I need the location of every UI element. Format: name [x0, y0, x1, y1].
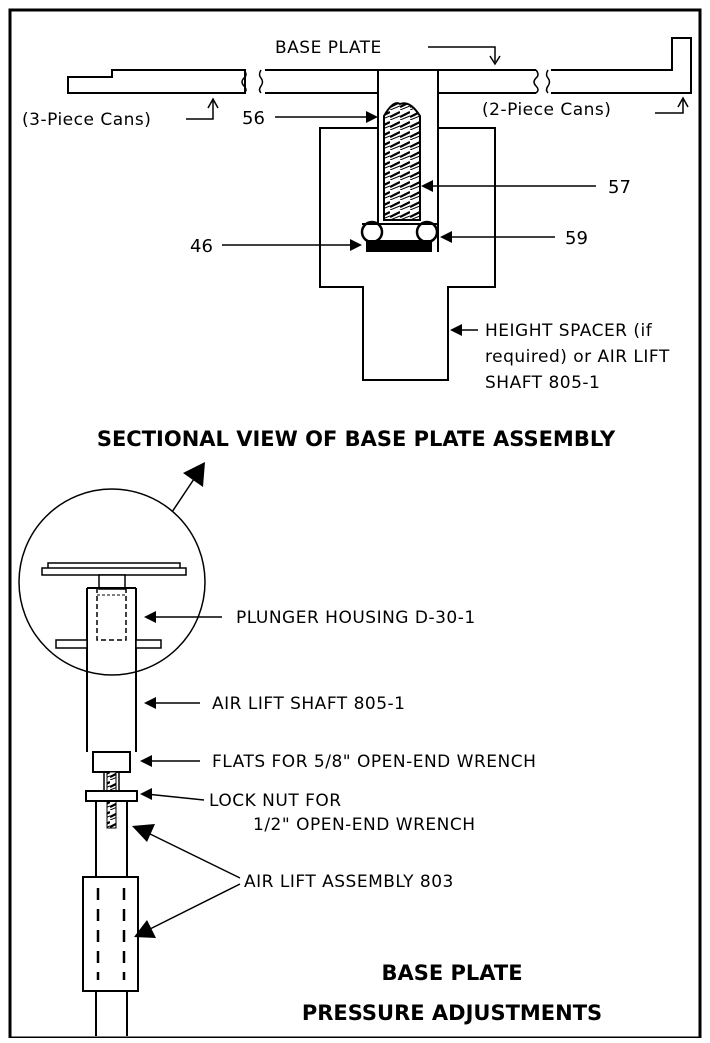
label-height-spacer-3: SHAFT 805-1 [485, 373, 600, 393]
label-air-lift-shaft: AIR LIFT SHAFT 805-1 [212, 694, 405, 714]
label-height-spacer-1: HEIGHT SPACER (if [485, 321, 653, 341]
bottom-annotations: PLUNGER HOUSING D-30-1 AIR LIFT SHAFT 80… [132, 608, 536, 938]
label-59: 59 [565, 228, 588, 249]
sectional-view-drawing [67, 37, 692, 381]
right-plate-2-piece [551, 37, 692, 94]
label-air-lift-assembly: AIR LIFT ASSEMBLY 803 [244, 872, 454, 892]
label-3-piece-cans: (3-Piece Cans) [22, 110, 151, 130]
lock-nut [85, 790, 138, 802]
plunger-housing-body [86, 587, 137, 752]
top-annotations: BASE PLATE (3-Piece Cans) (2-Piece Cans)… [22, 38, 689, 393]
pressure-adjustment-drawing [18, 462, 206, 1036]
label-lock-nut-1: LOCK NUT FOR [209, 791, 342, 811]
wrench-flats [92, 751, 131, 773]
plunger-stem [377, 70, 439, 252]
housing [319, 127, 496, 381]
label-lock-nut-2: 1/2" OPEN-END WRENCH [253, 815, 476, 835]
detail-pointer-arrow [183, 462, 205, 487]
mini-base-plate [41, 567, 187, 576]
spring-57 [383, 102, 421, 221]
detail-circle [18, 488, 206, 676]
label-46: 46 [190, 236, 213, 257]
label-flats: FLATS FOR 5/8" OPEN-END WRENCH [212, 752, 536, 772]
title-sectional-view: SECTIONAL VIEW OF BASE PLATE ASSEMBLY [97, 427, 616, 451]
part-46 [366, 240, 432, 252]
title-pressure-1: BASE PLATE [381, 961, 522, 985]
label-56: 56 [242, 108, 265, 129]
base-plate [265, 69, 536, 94]
label-57: 57 [608, 177, 631, 198]
label-base-plate: BASE PLATE [275, 38, 382, 58]
title-pressure-2: PRESSURE ADJUSTMENTS [302, 1001, 602, 1025]
label-2-piece-cans: (2-Piece Cans) [482, 100, 611, 120]
left-plate-3-piece [67, 69, 246, 94]
label-height-spacer-2: required) or AIR LIFT [485, 347, 670, 367]
label-plunger-housing: PLUNGER HOUSING D-30-1 [236, 608, 476, 628]
air-lift-cylinder [82, 876, 139, 992]
